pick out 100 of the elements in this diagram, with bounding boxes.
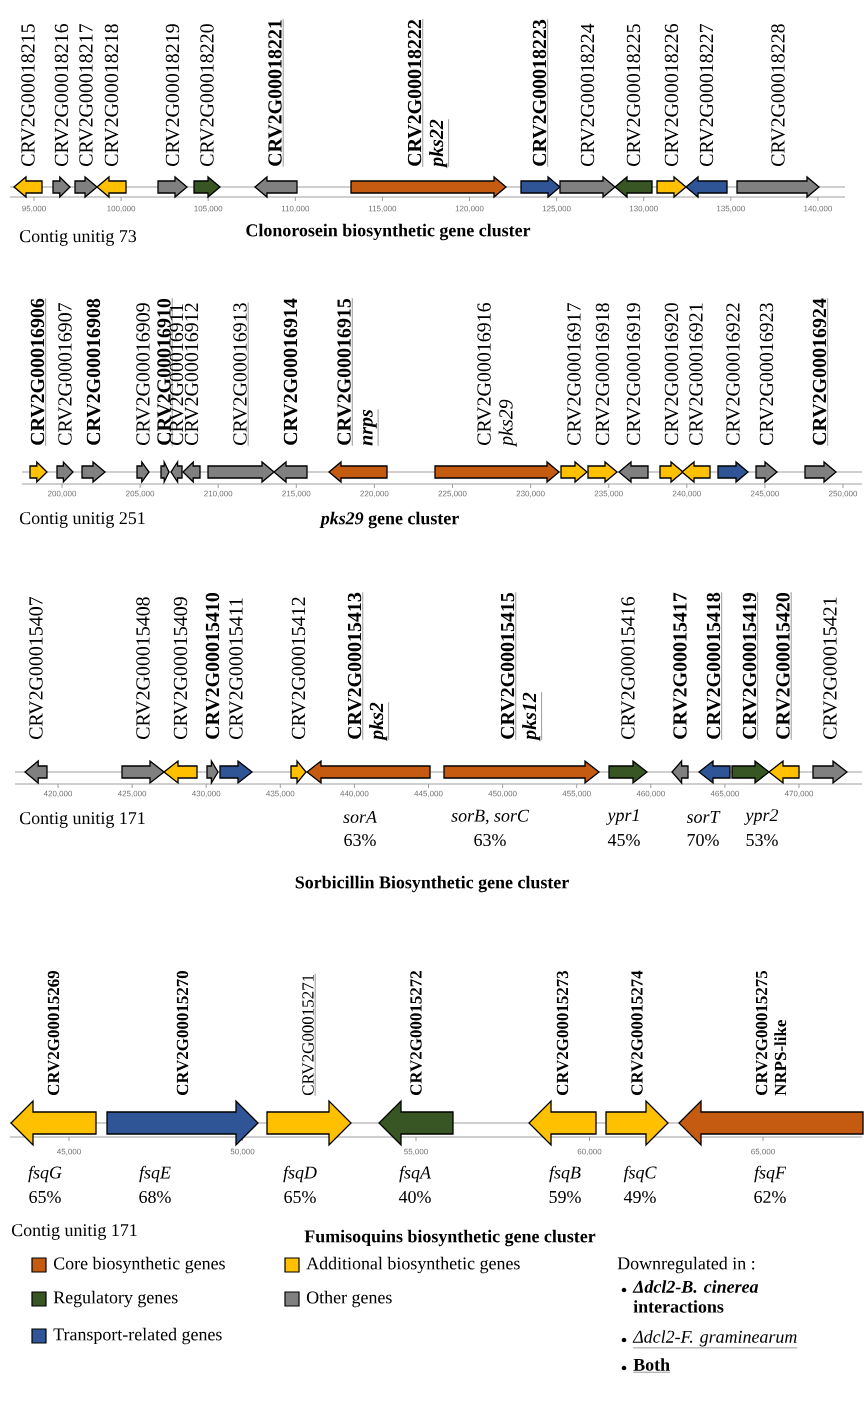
gene-block: CRV2G00018217 (74, 23, 98, 199)
percent-label: 65% (29, 1190, 61, 1204)
node-label: CRV2G00018225 (626, 24, 641, 166)
cluster-title: pks29 gene cluster (319, 511, 459, 529)
gene-block: CRV2G00016918 (587, 303, 619, 484)
legend-label: Other genes (306, 1290, 392, 1308)
gene-name: fsqF (754, 1165, 787, 1183)
gene-block: CRV2G00018226 (656, 23, 688, 199)
gene-block: CRV2G00018221 (254, 18, 298, 199)
gene-block: CRV2G00018222 pks22 (350, 18, 508, 199)
percent-label: 65% (284, 1190, 316, 1204)
gene-block: CRV2G00018228 (736, 24, 821, 199)
node-label: CRV2G00015420 (776, 592, 790, 739)
node-label: CRV2G00015412 (291, 597, 306, 739)
node-label: CRV2G00016907 (58, 302, 72, 445)
node-label: CRV2G00018224 (580, 23, 595, 166)
node-label: CRV2G00018227 (699, 23, 714, 166)
gene-block: CRV2G00018219 (157, 24, 188, 199)
gene-block: CRV2G00018218 (96, 24, 127, 199)
node-label: CRV2G00015407 (29, 596, 43, 739)
node-label: CRV2G00015409 (173, 597, 188, 739)
gene-name: fsqD (283, 1165, 317, 1183)
node-label: CRV2G00015421 (823, 597, 837, 739)
gene-block: CRV2G00015412 (290, 597, 307, 785)
node-label: CRV2G00015410 (205, 592, 220, 739)
cluster-title: Sorbicillin Biosynthetic gene cluster (295, 875, 569, 893)
gene-block: CRV2G00015420 (767, 591, 800, 785)
gene-name: sorT (686, 811, 721, 823)
gene-block: CRV2G00016915 nrps (328, 297, 388, 484)
key-item: Δdcl2-F. graminearum (632, 1330, 798, 1349)
gene-block: CRV2G00016913 (207, 302, 275, 484)
gene-block: CRV2G00016907 (56, 302, 74, 484)
gene-block: CRV2G00016906 (29, 297, 48, 484)
node-label: CRV2G00015417 (673, 592, 687, 739)
percent-label: 53% (746, 833, 778, 847)
key-heading: Downregulated in : (617, 1256, 755, 1274)
contig-label: Contig unitig 73 (19, 230, 137, 246)
legend-label: Additional biosynthetic genes (306, 1256, 520, 1274)
gene-name: sorA (343, 811, 377, 823)
node-label: CRV2G00016914 (283, 298, 298, 445)
gene-block: CRV2G00018225 (614, 24, 653, 199)
gene-block: CRV2G00016917 (560, 302, 589, 484)
gene-block: CRV2G00016912 (182, 303, 201, 484)
percent-label: 62% (754, 1190, 786, 1204)
gene-block: CRV2G00015415 pks12 (443, 591, 601, 785)
node-label: pks22 (429, 119, 448, 169)
node-label: CRV2G00018223 (532, 19, 547, 166)
gene-block: CRV2G00018227 (685, 23, 728, 199)
legend-label: Regulatory genes (53, 1290, 178, 1308)
node-label: CRV2G00018219 (165, 24, 180, 166)
node-label: CRV2G00018218 (104, 24, 119, 166)
gene-block: CRV2G00015413 pks2 (305, 591, 431, 785)
gene-block: CRV2G00015407 (24, 596, 48, 785)
node-label: CRV2G00018216 (54, 23, 69, 166)
node-label: CRV2G00016906 (30, 298, 45, 445)
gene-block: CRV2G00015269 (10, 970, 97, 1147)
node-label: CRV2G00016919 (626, 303, 641, 445)
node-label: CRV2G00016916 (477, 302, 491, 445)
gene-block: CRV2G00016916 pks29 (434, 302, 561, 484)
gene-block: CRV2G00015411 (219, 598, 254, 785)
node-label: CRV2G00016915 (337, 298, 351, 445)
node-label: CRV2G00018220 (200, 24, 214, 166)
gene-block: CRV2G00015272 (378, 971, 454, 1147)
node-label: CRV2G00016923 (759, 303, 774, 445)
gene-block: CRV2G00016914 (273, 298, 308, 484)
node-label: pks29 (498, 399, 517, 447)
gene-block: CRV2G00015419 (731, 591, 771, 785)
node-label: CRV2G00018217 (79, 23, 93, 166)
gene-block: CRV2G00018215 (13, 24, 43, 199)
node-label: nrps (363, 409, 377, 446)
gene-block: CRV2G00015410 (205, 592, 220, 786)
gene-block: CRV2G00018223 (520, 18, 562, 199)
node-label: CRV2G00016913 (233, 303, 247, 445)
gene-name: fsqE (139, 1165, 171, 1183)
gene-block: CRV2G00015273 (528, 970, 597, 1147)
gene-name: ypr1 (606, 809, 639, 825)
node-label: CRV2G00015411 (229, 598, 243, 739)
gene-block: CRV2G00016924 (804, 297, 838, 484)
gene-block: CRV2G00015417 (671, 592, 689, 785)
gene-name: fsqC (623, 1165, 657, 1183)
percent-label: 40% (398, 1190, 431, 1204)
percent-label: 59% (549, 1190, 581, 1204)
gene-name: fsqB (549, 1165, 581, 1183)
key-item: Δdcl2-B. cinerea interactions (632, 1280, 759, 1313)
gene-block: CRV2G00016922 (717, 303, 750, 484)
percent-label: 63% (474, 833, 506, 847)
gene-block: CRV2G00016919 (618, 303, 649, 484)
node-label: CRV2G00018221 (268, 20, 282, 166)
gene-block: CRV2G00018220 (193, 24, 221, 199)
legend-label: Transport-related genes (53, 1327, 222, 1345)
node-label: CRV2G00016917 (567, 302, 581, 445)
node-label: CRV2G00016921 (689, 303, 703, 445)
percent-label: 70% (687, 833, 719, 847)
cluster-title: Fumisoquins biosynthetic gene cluster (304, 1229, 596, 1247)
node-label: CRV2G00016922 (726, 303, 740, 445)
node-label: CRV2G00016910 (157, 298, 171, 445)
key-item: Both (633, 1358, 671, 1373)
node-label: CRV2G00018228 (771, 24, 785, 166)
gene-block: CRV2G00015416 (608, 596, 649, 785)
node-label: CRV2G00016908 (86, 298, 101, 445)
